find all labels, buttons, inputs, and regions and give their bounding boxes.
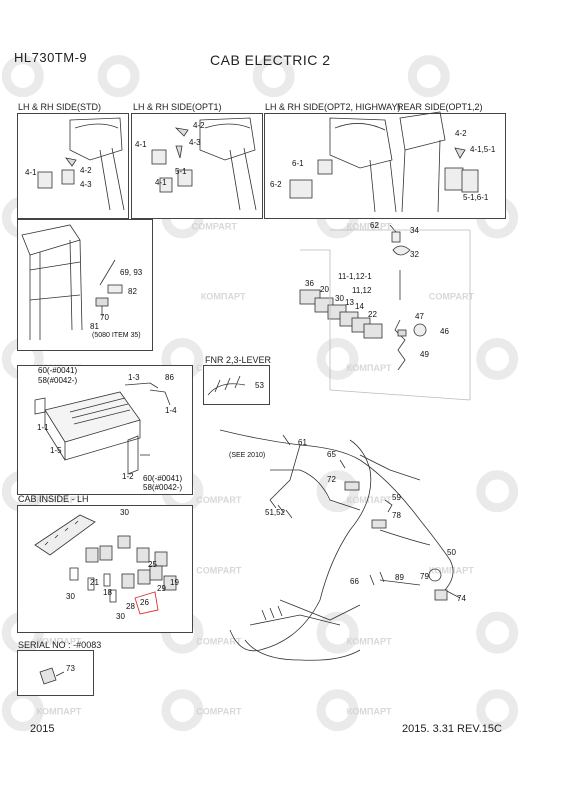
callout-label: 11-1,12-1 [338,272,372,281]
callout-label: 11,12 [352,286,372,295]
page-title: CAB ELECTRIC 2 [210,52,331,68]
callout-label: 19 [170,578,179,587]
callout-label: 82 [128,287,137,296]
detail-box-std [17,113,129,219]
callout-label: 58(#0042-) [143,483,183,492]
callout-label: 79 [420,572,429,581]
callout-label: 73 [66,664,75,673]
callout-label: 69, 93 [120,268,143,277]
section-title-fnr: FNR 2,3-LEVER [205,355,272,365]
callout-label: 58(#0042-) [38,376,78,385]
detail-box-opt1 [131,113,263,219]
callout-label: 4-1 [135,140,147,149]
callout-label: 14 [355,302,364,311]
footer-revision: 2015. 3.31 REV.15C [402,723,502,735]
callout-label: 47 [415,312,424,321]
callout-label: 81 [90,322,99,331]
callout-label: 18 [103,588,112,597]
callout-label: 62 [370,221,379,230]
callout-label: 30 [116,612,125,621]
callout-label: 50 [447,548,456,557]
callout-label: (5080 ITEM 35) [92,332,141,339]
callout-label: 22 [368,310,377,319]
callout-label: 86 [165,373,174,382]
callout-label: 6-1 [292,159,304,168]
callout-label: 4-1 [25,168,37,177]
footer-year: 2015 [30,723,55,735]
callout-label: 1-3 [128,373,140,382]
callout-label: 53 [255,381,264,390]
callout-label: 25 [148,560,157,569]
callout-label: 4-2 [455,129,467,138]
callout-label: 60(-#0041) [143,474,183,483]
model-name: HL730TM-9 [14,50,88,65]
callout-label: 51,52 [265,508,286,517]
callout-label: 1-4 [165,406,177,415]
callout-label: 4-1 [155,178,167,187]
callout-label: 4-2 [193,121,205,130]
callout-label: 65 [327,450,336,459]
section-title-cab-inside: CAB INSIDE - LH [18,494,89,504]
callout-label: 46 [440,327,449,336]
callout-label: 5-1,6-1 [463,193,489,202]
callout-label: 26 [140,598,149,607]
section-title-rear: REAR SIDE(OPT1,2) [397,102,483,112]
callout-label: 1-1 [37,423,49,432]
callout-label: 34 [410,226,419,235]
callout-label: 70 [100,313,109,322]
callout-label: 28 [126,602,135,611]
section-title-opt2: LH & RH SIDE(OPT2, HIGHWAY) [265,102,401,112]
callout-label: 30 [66,592,75,601]
callout-label: 72 [327,475,336,484]
callout-label: 5-1 [175,167,187,176]
section-title-std: LH & RH SIDE(STD) [18,102,102,112]
callout-label: 13 [345,298,354,307]
detail-box-opt2-rear [264,113,506,219]
callout-label: (SEE 2010) [229,452,266,459]
callout-label: 78 [392,511,401,520]
callout-label: 74 [457,594,466,603]
callout-label: 4-3 [80,180,92,189]
callout-label: 89 [395,573,404,582]
serial-number: SERIAL NO : -#0083 [18,640,102,650]
callout-label: 36 [305,279,314,288]
detail-box-fnr [203,365,270,405]
callout-label: 60(-#0041) [38,366,78,375]
callout-label: 29 [157,584,166,593]
detail-box-cab-inside [17,505,193,633]
callout-label: 6-2 [270,180,282,189]
callout-label: 4-2 [80,166,92,175]
detail-box-serial [17,650,94,696]
section-title-opt1: LH & RH SIDE(OPT1) [133,102,222,112]
callout-label: 59 [392,493,401,502]
callout-label: 32 [410,250,419,259]
callout-label: 1-5 [50,446,62,455]
callout-label: 61 [298,438,307,447]
callout-label: 49 [420,350,429,359]
callout-label: 1-2 [122,472,134,481]
callout-label: 4-3 [189,138,201,147]
callout-label: 30 [120,508,129,517]
callout-label: 4-1,5-1 [470,145,496,154]
callout-label: 21 [90,578,99,587]
callout-label: 20 [320,285,329,294]
callout-label: 66 [350,577,359,586]
callout-label: 30 [335,294,344,303]
